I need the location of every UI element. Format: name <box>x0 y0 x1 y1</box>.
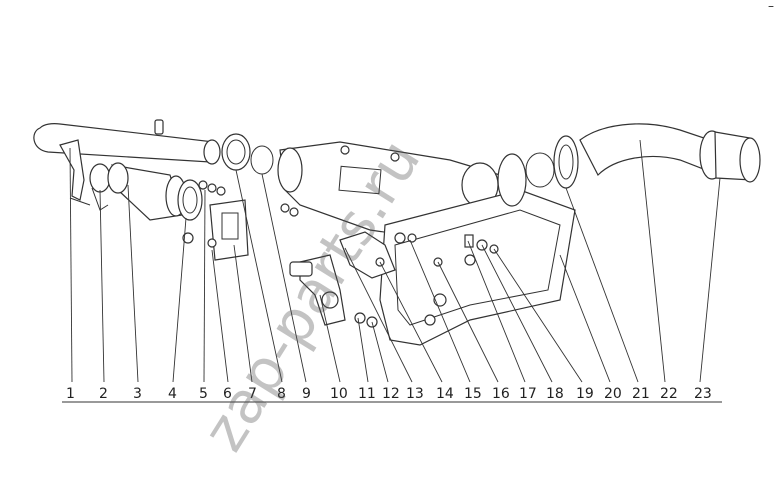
callout-11: 11 <box>358 386 376 402</box>
part-hose-clamp-right <box>497 135 579 207</box>
callout-leaders <box>69 139 721 383</box>
callout-5: 5 <box>199 386 208 402</box>
part-o-ring <box>221 133 274 175</box>
callout-2: 2 <box>99 386 108 402</box>
callout-14: 14 <box>436 386 454 402</box>
callout-15: 15 <box>464 386 482 402</box>
callout-8: 8 <box>277 386 286 402</box>
part-bent-hose <box>579 123 711 177</box>
part-clamp-ring <box>177 179 203 244</box>
callout-3: 3 <box>133 386 142 402</box>
callout-1: 1 <box>66 386 75 402</box>
callout-12: 12 <box>382 386 400 402</box>
callout-17: 17 <box>519 386 537 402</box>
part-flex-hose <box>107 162 187 221</box>
callout-labels: 1 2 3 4 5 6 7 8 9 10 11 12 13 14 15 16 1… <box>66 386 712 402</box>
callout-6: 6 <box>223 386 232 402</box>
callout-20: 20 <box>604 386 622 402</box>
part-oil-cooler-plate <box>379 189 576 346</box>
callout-18: 18 <box>546 386 564 402</box>
part-coolant-pipe <box>33 119 221 206</box>
callout-9: 9 <box>302 386 311 402</box>
callout-16: 16 <box>492 386 510 402</box>
callout-19: 19 <box>576 386 594 402</box>
callout-7: 7 <box>248 386 257 402</box>
callout-13: 13 <box>406 386 424 402</box>
callout-4: 4 <box>168 386 177 402</box>
callout-10: 10 <box>330 386 348 402</box>
callout-22: 22 <box>660 386 678 402</box>
part-fasteners-group-a <box>198 180 249 261</box>
corner-mark: – <box>768 0 774 13</box>
callout-23: 23 <box>694 386 712 402</box>
part-end-clamp <box>699 130 761 183</box>
callout-21: 21 <box>632 386 650 402</box>
